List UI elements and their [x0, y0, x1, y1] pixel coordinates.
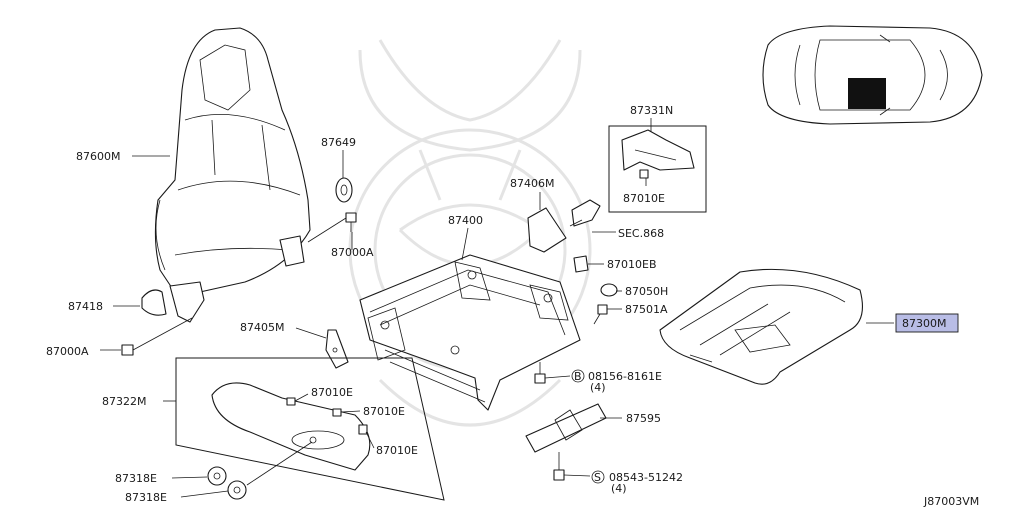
- label-87010eb[interactable]: 87010EB: [607, 258, 657, 271]
- label-87300m-highlight: [895, 313, 959, 333]
- label-87300m[interactable]: 87300M: [902, 317, 946, 330]
- cap-part[interactable]: [600, 283, 618, 297]
- lower-bracket-part[interactable]: [525, 403, 607, 453]
- screw-type-letter-s: S: [594, 471, 601, 484]
- label-87649[interactable]: 87649: [321, 136, 356, 149]
- trim-part[interactable]: [527, 207, 567, 253]
- bolt-part-87501a[interactable]: [593, 304, 608, 325]
- finisher-clip-b[interactable]: [332, 408, 342, 417]
- label-87418[interactable]: 87418: [68, 300, 103, 313]
- label-87000a-upper[interactable]: 87000A: [331, 246, 374, 259]
- vehicle-locator-thumbnail: [762, 25, 983, 125]
- label-87331n[interactable]: 87331N: [630, 104, 673, 117]
- seat-belt-buckle-part[interactable]: [569, 199, 601, 227]
- inset-part-87331n[interactable]: [621, 129, 695, 171]
- label-08156-qty: (4): [590, 381, 606, 394]
- label-87010e-b[interactable]: 87010E: [363, 405, 405, 418]
- side-bracket-part[interactable]: [325, 329, 349, 369]
- finisher-group-box: [175, 357, 445, 501]
- label-87318e-b[interactable]: 87318E: [125, 491, 167, 504]
- part-labels: 87600M 87649 87000A 87418 87000A 87405M …: [46, 104, 979, 508]
- clip-part-eb[interactable]: [573, 255, 589, 273]
- label-08543-qty: (4): [611, 482, 627, 495]
- locator-highlight: [848, 78, 886, 109]
- label-87400[interactable]: 87400: [448, 214, 483, 227]
- label-87406m[interactable]: 87406M: [510, 177, 554, 190]
- knob-part[interactable]: [141, 289, 167, 316]
- bolt-type-letter-b: B: [574, 370, 582, 383]
- label-87322m[interactable]: 87322M: [102, 395, 146, 408]
- inset-box-87331n: [608, 125, 707, 213]
- label-87595[interactable]: 87595: [626, 412, 661, 425]
- finisher-clip-a[interactable]: [286, 397, 296, 406]
- seat-frame-part[interactable]: [359, 254, 581, 411]
- diagram-id: J87003VM: [923, 495, 979, 508]
- label-87010e-a[interactable]: 87010E: [311, 386, 353, 399]
- label-87000a-lower[interactable]: 87000A: [46, 345, 89, 358]
- label-08543-51242[interactable]: 08543-51242: [609, 471, 683, 484]
- label-08156-8161e[interactable]: 08156-8161E: [588, 370, 662, 383]
- knob-87318e-b[interactable]: [227, 480, 247, 500]
- finisher-clip-c[interactable]: [358, 424, 368, 435]
- seatback-part[interactable]: [154, 27, 311, 323]
- cushion-part[interactable]: [659, 268, 863, 385]
- label-87010e-inset[interactable]: 87010E: [623, 192, 665, 205]
- screw-part-08543[interactable]: [553, 452, 565, 481]
- leader-lines: [100, 118, 894, 498]
- bolt-type-circle-b: [571, 369, 585, 383]
- bolt-part-lower[interactable]: [121, 317, 193, 356]
- screw-type-circle-s: [591, 470, 605, 484]
- label-87501a[interactable]: 87501A: [625, 303, 668, 316]
- label-87405m[interactable]: 87405M: [240, 321, 284, 334]
- label-87050h[interactable]: 87050H: [625, 285, 668, 298]
- label-87600m[interactable]: 87600M: [76, 150, 120, 163]
- washer-part[interactable]: [335, 177, 353, 203]
- label-87318e-a[interactable]: 87318E: [115, 472, 157, 485]
- bolt-part-upper[interactable]: [307, 212, 357, 243]
- bolt-part-08156[interactable]: [534, 362, 546, 384]
- inset-clip-part[interactable]: [639, 169, 649, 179]
- knob-87318e-a[interactable]: [207, 466, 227, 486]
- label-sec-868[interactable]: SEC.868: [618, 227, 664, 240]
- label-87010e-c[interactable]: 87010E: [376, 444, 418, 457]
